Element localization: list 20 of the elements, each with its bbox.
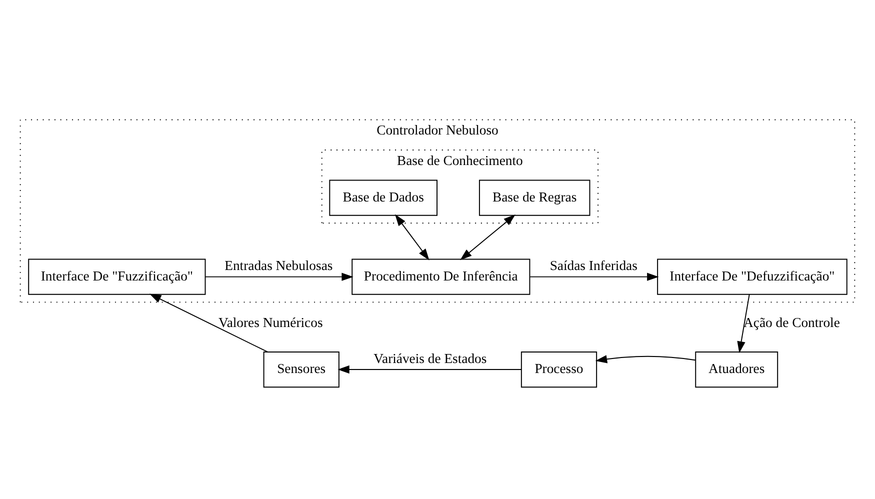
node-box: Base de Regras — [478, 180, 590, 216]
arrow — [204, 272, 354, 281]
edge-label: Saídas Inferidas — [550, 258, 638, 274]
arrow — [394, 214, 430, 260]
arrow — [530, 272, 659, 281]
arrow — [338, 365, 522, 374]
node-box: Base de Dados — [329, 180, 438, 216]
edge-label: Variáveis de Estados — [374, 350, 487, 366]
edge-label: Entradas Nebulosas — [224, 258, 333, 274]
node-box: Atuadores — [695, 351, 778, 388]
node-box: Procedimento De Inferência — [352, 258, 530, 295]
node-box: Sensores — [263, 351, 340, 388]
arrow — [737, 294, 750, 354]
arrow — [595, 355, 696, 364]
arrow — [460, 214, 516, 260]
node-box: Interface De "Defuzzificação" — [657, 258, 848, 295]
edge-label: Valores Numéricos — [218, 314, 323, 330]
arrow — [149, 294, 268, 352]
node-box: Processo — [520, 351, 598, 388]
node-box: Interface De "Fuzzificação" — [28, 258, 206, 295]
